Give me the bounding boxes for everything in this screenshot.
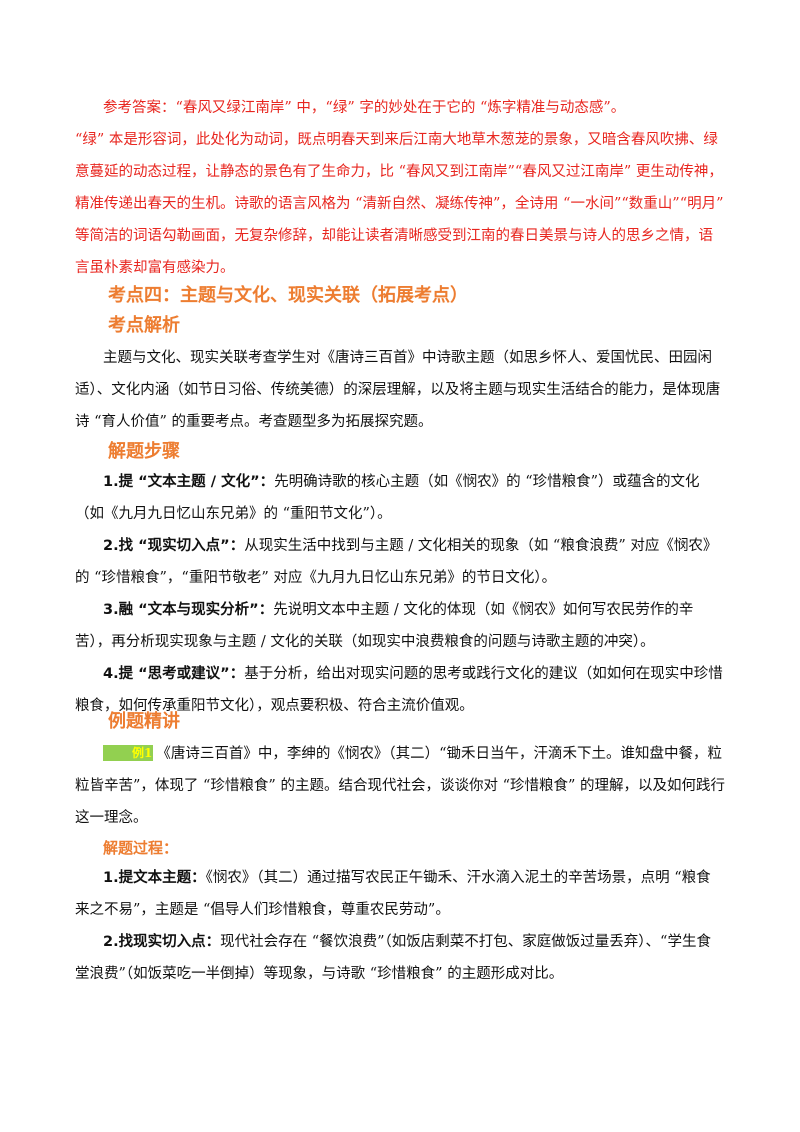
step-item: 4.提 “思考或建议”：基于分析，给出对现实问题的思考或践行文化的建议（如如何在… bbox=[75, 658, 725, 722]
example-heading: 例题精讲 bbox=[108, 711, 180, 732]
example-question: 例1《唐诗三百首》中，李绅的《悯农》（其二）“锄禾日当午，汗滴禾下土。谁知盘中餐… bbox=[75, 738, 725, 834]
step-label: 3.融 “文本与现实分析”： bbox=[103, 602, 274, 618]
step-text: 先说明文本中主题 / 文化的体现（如《悯农》如何写农民劳作的辛苦），再分析现实现… bbox=[75, 602, 694, 650]
step-item: 2.找 “现实切入点”：从现实生活中找到与主题 / 文化相关的现象（如 “粮食浪… bbox=[75, 530, 725, 594]
step-label: 1.提 “文本主题 / 文化”： bbox=[103, 474, 275, 490]
example-body: 例1《唐诗三百首》中，李绅的《悯农》（其二）“锄禾日当午，汗滴禾下土。谁知盘中餐… bbox=[75, 738, 725, 834]
step-label: 2.找 “现实切入点”： bbox=[103, 538, 245, 554]
process-heading: 解题过程： bbox=[103, 839, 179, 857]
answer-line-2: “绿” 本是形容词，此处化为动词，既点明春天到来后江南大地草木葱茏的景象，又暗含… bbox=[75, 132, 724, 276]
example-text: 《唐诗三百首》中，李绅的《悯农》（其二）“锄禾日当午，汗滴禾下土。谁知盘中餐，粒… bbox=[75, 746, 725, 826]
example-tag: 例1 bbox=[103, 745, 154, 761]
step-text: 基于分析，给出对现实问题的思考或践行文化的建议（如如何在现实中珍惜粮食，如何传承… bbox=[75, 666, 723, 714]
answer-line-1: 参考答案：“春风又绿江南岸” 中，“绿” 字的妙处在于它的 “炼字精准与动态感”… bbox=[103, 100, 626, 116]
step-item: 1.提 “文本主题 / 文化”：先明确诗歌的核心主题（如《悯农》的 “珍惜粮食”… bbox=[75, 466, 725, 530]
section-title: 考点四：主题与文化、现实关联（拓展考点） bbox=[108, 285, 468, 306]
process-label: 1.提文本主题： bbox=[103, 870, 206, 886]
steps-list: 1.提 “文本主题 / 文化”：先明确诗歌的核心主题（如《悯农》的 “珍惜粮食”… bbox=[75, 466, 725, 722]
step-item: 3.融 “文本与现实分析”：先说明文本中主题 / 文化的体现（如《悯农》如何写农… bbox=[75, 594, 725, 658]
analysis-text: 主题与文化、现实关联考查学生对《唐诗三百首》中诗歌主题（如思乡怀人、爱国忧民、田… bbox=[75, 350, 721, 430]
process-item: 1.提文本主题：《悯农》（其二）通过描写农民正午锄禾、汗水滴入泥土的辛苦场景，点… bbox=[75, 862, 725, 926]
process-list: 1.提文本主题：《悯农》（其二）通过描写农民正午锄禾、汗水滴入泥土的辛苦场景，点… bbox=[75, 862, 725, 990]
process-text: 《悯农》（其二）通过描写农民正午锄禾、汗水滴入泥土的辛苦场景，点明 “粮食来之不… bbox=[75, 870, 711, 918]
process-item: 2.找现实切入点：现代社会存在 “餐饮浪费”（如饭店剩菜不打包、家庭做饭过量丢弃… bbox=[75, 926, 725, 990]
reference-answer: 参考答案：“春风又绿江南岸” 中，“绿” 字的妙处在于它的 “炼字精准与动态感”… bbox=[75, 92, 725, 284]
steps-heading: 解题步骤 bbox=[108, 441, 180, 462]
step-text: 先明确诗歌的核心主题（如《悯农》的 “珍惜粮食”）或蕴含的文化（如《九月九日忆山… bbox=[75, 474, 700, 522]
step-label: 4.提 “思考或建议”： bbox=[103, 666, 245, 682]
analysis-heading: 考点解析 bbox=[108, 315, 180, 336]
process-label: 2.找现实切入点： bbox=[103, 934, 221, 950]
step-text: 从现实生活中找到与主题 / 文化相关的现象（如 “粮食浪费” 对应《悯农》的 “… bbox=[75, 538, 718, 586]
analysis-body: 主题与文化、现实关联考查学生对《唐诗三百首》中诗歌主题（如思乡怀人、爱国忧民、田… bbox=[75, 342, 725, 438]
process-text: 现代社会存在 “餐饮浪费”（如饭店剩菜不打包、家庭做饭过量丢弃）、“学生食堂浪费… bbox=[75, 934, 711, 982]
